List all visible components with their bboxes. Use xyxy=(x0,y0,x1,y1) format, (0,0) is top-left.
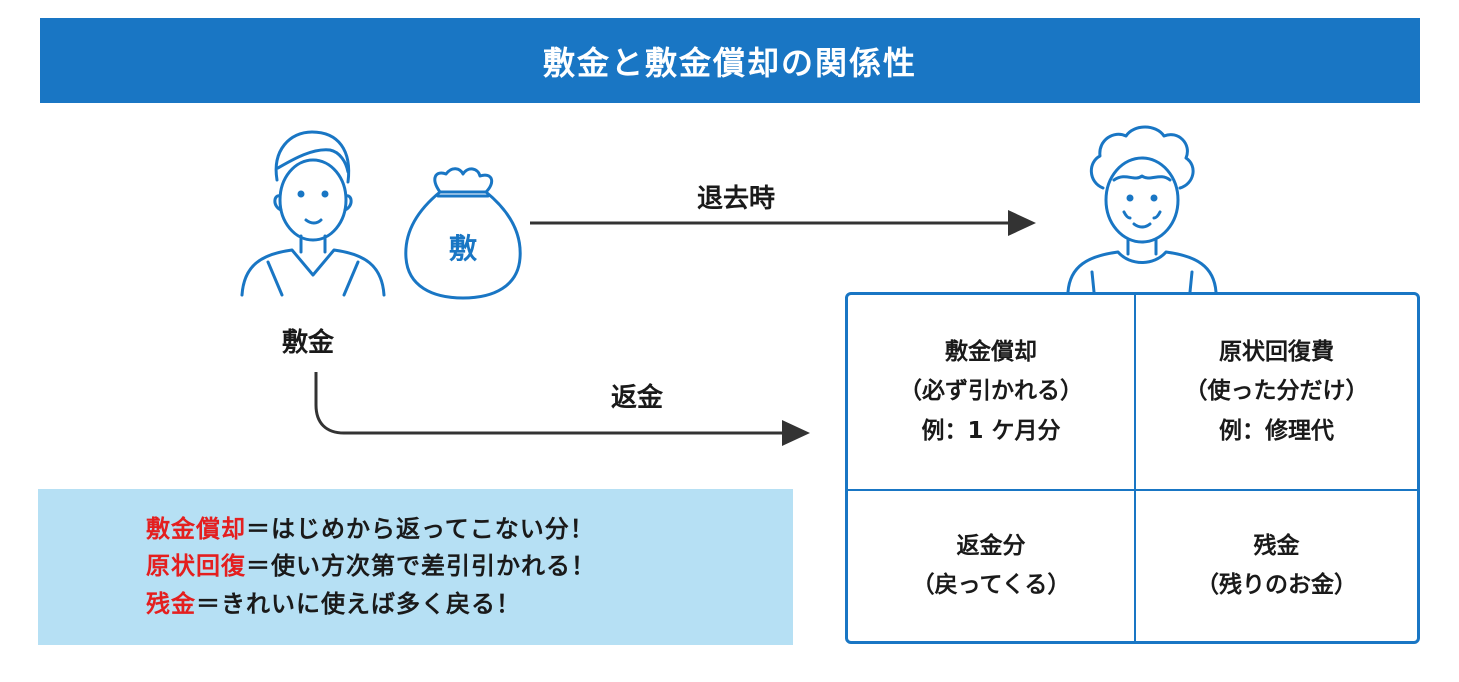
note-text: ＝はじめから返ってこない分！ xyxy=(246,515,595,544)
cell-sub: （残りのお金） xyxy=(1196,572,1357,598)
cell-title: 敷金償却 xyxy=(945,339,1037,366)
note-line: 残金＝きれいに使えば多く戻る！ xyxy=(146,586,793,623)
note-key: 敷金償却 xyxy=(146,515,246,544)
money-bag-icon xyxy=(404,167,522,300)
cell-remaining-balance: 残金 （残りのお金） xyxy=(1136,491,1417,641)
deposit-breakdown-grid: 敷金償却 （必ず引かれる） 例：1 ケ月分 原状回復費 （使った分だけ） 例：修… xyxy=(845,292,1420,644)
refund-arrow-line xyxy=(314,372,786,435)
cell-title: 残金 xyxy=(1253,532,1300,559)
cell-title: 原状回復費 xyxy=(1219,339,1334,366)
move-out-label: 退去時 xyxy=(697,184,776,214)
grid-divider-horizontal xyxy=(848,489,1417,491)
cell-example: 例：1 ケ月分 xyxy=(921,417,1061,444)
cell-deposit-amortization: 敷金償却 （必ず引かれる） 例：1 ケ月分 xyxy=(848,295,1134,489)
cell-sub: （必ず引かれる） xyxy=(899,378,1083,405)
refund-label: 返金 xyxy=(611,383,664,413)
cell-refund-portion: 返金分 （戻ってくる） xyxy=(848,491,1134,641)
tenant-person-icon xyxy=(240,130,386,297)
cell-example: 例：修理代 xyxy=(1219,417,1334,444)
arrow-right-icon xyxy=(782,420,810,446)
summary-notes: 敷金償却＝はじめから返ってこない分！ 原状回復＝使い方次第で差引引かれる！ 残金… xyxy=(38,489,793,645)
note-line: 原状回復＝使い方次第で差引引かれる！ xyxy=(146,548,793,585)
note-text: ＝きれいに使えば多く戻る！ xyxy=(196,589,521,618)
cell-sub: （戻ってくる） xyxy=(911,572,1071,598)
tenant-label: 敷金 xyxy=(282,328,335,358)
note-key: 原状回復 xyxy=(146,552,246,581)
cell-restoration-cost: 原状回復費 （使った分だけ） 例：修理代 xyxy=(1136,295,1417,489)
cell-sub: （使った分だけ） xyxy=(1184,378,1369,405)
page-title: 敷金と敷金償却の関係性 xyxy=(40,18,1420,103)
arrow-right-icon xyxy=(1008,210,1036,236)
money-bag-label: 敷 xyxy=(449,232,478,265)
note-text: ＝使い方次第で差引引かれる！ xyxy=(246,552,596,581)
landlord-person-icon xyxy=(1066,125,1218,294)
note-key: 残金 xyxy=(146,589,196,618)
cell-title: 返金分 xyxy=(956,532,1026,559)
grid-divider-vertical xyxy=(1134,295,1136,641)
note-line: 敷金償却＝はじめから返ってこない分！ xyxy=(146,511,793,548)
